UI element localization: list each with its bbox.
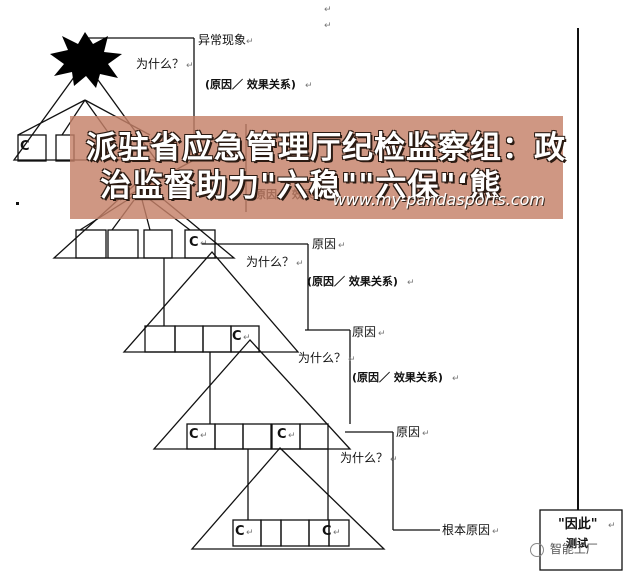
cause-label: 原因 (312, 237, 336, 251)
cause-effect-label: (原因／ 效果关系) (205, 77, 296, 91)
cause-box (328, 519, 350, 547)
svg-text:↵: ↵ (348, 355, 356, 365)
headline-line-1: 派驻省应急管理厅纪检监察组：政 (86, 130, 566, 166)
cause-box (214, 423, 244, 450)
cause-box (260, 519, 282, 547)
cause-box (143, 229, 173, 259)
cause-box (107, 229, 139, 259)
wechat-icon (530, 542, 544, 557)
svg-text:↵: ↵ (378, 329, 386, 339)
svg-text:↵: ↵ (324, 5, 332, 15)
svg-text:↵: ↵ (246, 37, 254, 47)
cause-box (280, 519, 310, 547)
svg-text:↵: ↵ (338, 241, 346, 251)
cause-box (174, 325, 204, 353)
c-marker: C (189, 427, 199, 442)
why-label: 为什么？ (340, 451, 388, 465)
svg-text:↵: ↵ (186, 61, 194, 71)
svg-text:↵: ↵ (452, 374, 460, 384)
why-label: 为什么？ (246, 255, 294, 269)
svg-text:↵: ↵ (288, 431, 296, 441)
c-marker: C (232, 329, 242, 344)
verify-label: 测试 (566, 536, 588, 550)
c-marker: C (322, 524, 332, 539)
svg-text:↵: ↵ (407, 278, 415, 288)
root-cause-label: 根本原因 (442, 523, 490, 537)
cause-label: 原因 (396, 425, 420, 439)
c-marker: C (235, 524, 245, 539)
c-marker: C (277, 427, 287, 442)
why-label: 为什么？ (136, 57, 184, 71)
svg-text:↵: ↵ (296, 259, 304, 269)
c-marker: C (20, 139, 30, 154)
anomaly-label: 异常现象 (198, 33, 246, 47)
why-label: 为什么？ (298, 351, 346, 365)
cause-box (230, 325, 260, 353)
svg-text:↵: ↵ (200, 431, 208, 441)
svg-text:↵: ↵ (246, 528, 254, 538)
c-marker: C (189, 235, 199, 250)
cause-box (202, 325, 232, 353)
watermark: 智能工厂 (530, 540, 598, 557)
therefore-label: "因此" (558, 516, 598, 532)
cause-box (242, 423, 272, 450)
site-url[interactable]: www.my-pandasports.com (332, 190, 545, 209)
svg-text:↵: ↵ (422, 429, 430, 439)
watermark-text: 智能工厂 (549, 542, 598, 556)
cause-effect-label: (原因／ 效果关系) (307, 274, 398, 288)
headline-overlay: 派驻省应急管理厅纪检监察组：政 治监督助力"六稳""六保"‘熊 www.my-p… (70, 116, 566, 219)
cause-box (144, 325, 176, 353)
pyramid-5 (190, 447, 386, 550)
cause-box (17, 134, 47, 162)
svg-text:↵: ↵ (492, 527, 500, 537)
therefore-box (539, 509, 623, 571)
cause-effect-label: (原因／ 效果关系) (352, 370, 443, 384)
cause-box (299, 423, 329, 450)
cause-label: 原因 (352, 325, 376, 339)
svg-text:↵: ↵ (390, 455, 398, 465)
svg-text:↵: ↵ (608, 521, 616, 531)
svg-text:↵: ↵ (305, 81, 313, 91)
cause-box (75, 229, 107, 259)
svg-text:↵: ↵ (324, 21, 332, 31)
svg-text:↵: ↵ (333, 528, 341, 538)
svg-text:↵: ↵ (243, 333, 251, 343)
anomaly-burst-icon (50, 32, 122, 88)
svg-text:↵: ↵ (200, 239, 208, 249)
headline-line-2: 治监督助力"六稳""六保"‘熊 (100, 168, 502, 204)
bullet-mark (16, 202, 19, 205)
